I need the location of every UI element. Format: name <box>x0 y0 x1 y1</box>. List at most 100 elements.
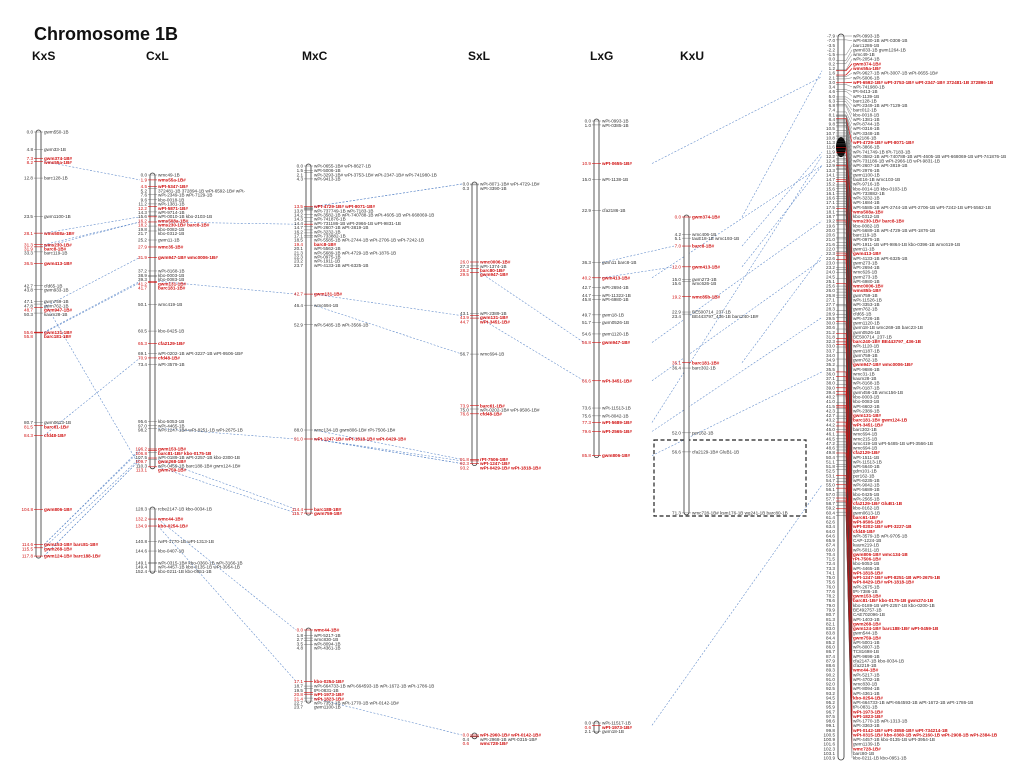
consensus-position: 34.0 <box>826 353 835 358</box>
consensus-position: 72.4 <box>826 561 835 566</box>
consensus-position: 99.8 <box>826 728 835 733</box>
locus-position: 77.3 <box>582 420 591 425</box>
consensus-marker: barc302-1B <box>853 427 877 432</box>
population-name: MxC <box>302 49 328 63</box>
consensus-position: 99.1 <box>826 723 835 728</box>
locus-marker: gwm762-1B <box>44 303 69 308</box>
marker-link <box>43 161 141 181</box>
consensus-connector <box>845 104 853 115</box>
linkage-group-bar <box>471 732 478 740</box>
consensus-position: 19.2 <box>826 219 835 224</box>
locus-marker: wPt-1823-1B# <box>313 696 344 701</box>
consensus-position: 75.6 <box>826 580 835 585</box>
consensus-marker: wPt-9716-1B <box>853 182 880 187</box>
consensus-marker: gwm413-1B# <box>853 251 882 256</box>
consensus-marker: wPt-741980-1B <box>853 85 885 90</box>
consensus-connector <box>845 143 853 203</box>
locus-position: 69.1 <box>138 351 147 356</box>
consensus-position: 39.4 <box>826 390 835 395</box>
consensus-position: 27.1 <box>826 297 835 302</box>
consensus-position: 30.0 <box>826 321 835 326</box>
locus-marker: kbo-5053-1B <box>158 419 184 424</box>
consensus-marker: cfa2147-1B kbo-0034-1B <box>853 658 904 663</box>
locus-position: 23.7 <box>294 263 303 268</box>
consensus-marker: wPt-8094-1B <box>853 686 880 691</box>
locus-marker: barc80-1B# <box>480 268 505 273</box>
consensus-position: 73.3 <box>826 566 835 571</box>
locus-position: 11.2 <box>138 202 147 207</box>
locus-marker: gwm1120-1B <box>602 332 629 337</box>
consensus-position: 102.3 <box>824 746 836 751</box>
locus-position: 1.8 <box>297 633 304 638</box>
locus-position: 104.8 <box>22 507 34 512</box>
consensus-position: 75.0 <box>826 575 835 580</box>
locus-marker: wPt-8071-1B# wPt-4729-1B# <box>480 182 540 187</box>
consensus-marker: wPt-3363-1B <box>853 723 880 728</box>
consensus-marker: cfd48-1B# <box>853 529 875 534</box>
population-name: KxS <box>32 49 55 63</box>
consensus-marker: wPt-4465-1B <box>853 566 880 571</box>
consensus-marker: wms230-1B# barc8-1B# <box>852 219 905 224</box>
locus-marker: wPt-1911-1B <box>314 259 340 264</box>
consensus-position: -1.5 <box>827 52 835 57</box>
consensus-marker: wPt-6980-1B <box>853 279 880 284</box>
locus-position: 149.4 <box>136 564 148 569</box>
consensus-position: 83.0 <box>826 626 835 631</box>
consensus-marker: gwm806-1B# wmc134-1B <box>853 552 908 557</box>
locus-position: 18.2 <box>138 223 147 228</box>
consensus-marker: gwm11-1B <box>853 246 875 251</box>
consensus-marker: kbo-0254-1B# <box>853 695 883 700</box>
locus-marker: wPt-5689-1B wPt-4729-1B wPt-1876-1B <box>314 250 396 255</box>
consensus-marker: kbo-0018-1B <box>853 112 879 117</box>
locus-marker: wPt-664733-1B wPt-664593-1B wPt-1672-1B … <box>314 684 434 689</box>
consensus-position: 62.6 <box>826 520 835 525</box>
consensus-position: 28.9 <box>826 311 835 316</box>
locus-marker: wPt-2349-1B wPt-7129-1B <box>158 193 212 198</box>
locus-position: 18.5 <box>294 238 303 243</box>
consensus-marker: wPt-0975-1B <box>853 237 880 242</box>
linkage-group-bar <box>305 163 312 516</box>
marker-link <box>43 450 141 545</box>
locus-marker: wmc0006-1B# <box>479 260 511 265</box>
consensus-position: 31.8 <box>826 334 835 339</box>
consensus-marker: kbo-0425-1B <box>853 492 879 497</box>
consensus-position: 15.6 <box>826 186 835 191</box>
locus-position: 0.0 <box>297 164 304 169</box>
consensus-marker: wPt-5689-1B <box>853 487 880 492</box>
locus-marker: kbo-0407-1B <box>158 549 184 554</box>
consensus-marker: tPt-0831-1B <box>853 705 878 710</box>
consensus-position: 13.3 <box>826 168 835 173</box>
locus-marker: wPt-3451-1B# <box>601 378 632 383</box>
consensus-position: 10.5 <box>826 126 835 131</box>
locus-position: 42.7 <box>582 285 591 290</box>
locus-position: 0.0 <box>585 119 592 124</box>
locus-position: 21.4 <box>294 696 303 701</box>
consensus-position: 100.5 <box>824 732 836 737</box>
locus-position: 4.8 <box>27 147 34 152</box>
consensus-connector <box>845 77 853 80</box>
locus-position: 2.1 <box>585 729 592 734</box>
consensus-marker: wPt-2607-1B wPt-3819-1B <box>853 163 907 168</box>
locus-marker: wPt-0459-1B barc188-1B# gwm124-1B# <box>158 463 241 468</box>
consensus-connector <box>845 152 853 222</box>
locus-position: 65.3 <box>138 341 147 346</box>
locus-marker: gwm413-1B# <box>44 261 73 266</box>
locus-position: 42.7 <box>24 283 33 288</box>
locus-marker: barc181-1B# <box>692 360 720 365</box>
consensus-connector <box>845 138 853 194</box>
locus-marker: wPt-0429-1B# wPt-1818-1B# <box>479 465 541 470</box>
locus-marker: cfa2186-1B <box>602 208 626 213</box>
consensus-marker: wPt-4361-1B <box>853 691 880 696</box>
consensus-position: 27.7 <box>826 302 835 307</box>
consensus-connector <box>845 115 853 134</box>
locus-position: 31.9 <box>24 246 33 251</box>
consensus-connector <box>845 72 853 77</box>
locus-position: 2.7 <box>297 637 304 642</box>
locus-marker: gwm806-1B# <box>44 507 73 512</box>
locus-position: 49.7 <box>582 312 591 317</box>
locus-position: 25.2 <box>138 238 147 243</box>
consensus-position: 101.6 <box>824 742 836 747</box>
